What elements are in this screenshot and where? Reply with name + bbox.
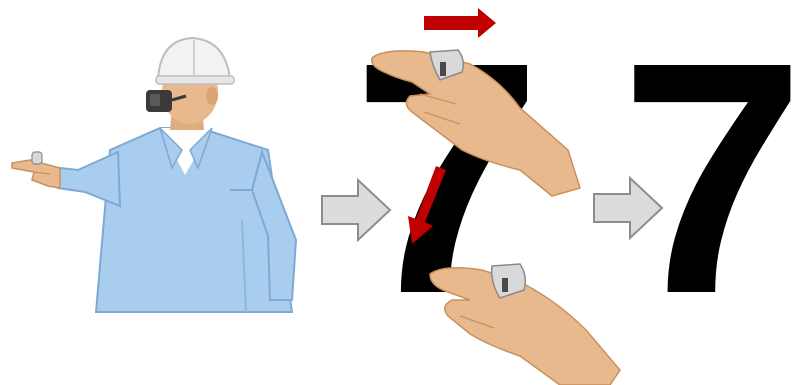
recognized-digit: 7 bbox=[620, 0, 805, 362]
hand-gesture-icon bbox=[430, 264, 620, 385]
worker-with-headset-icon bbox=[12, 38, 296, 312]
